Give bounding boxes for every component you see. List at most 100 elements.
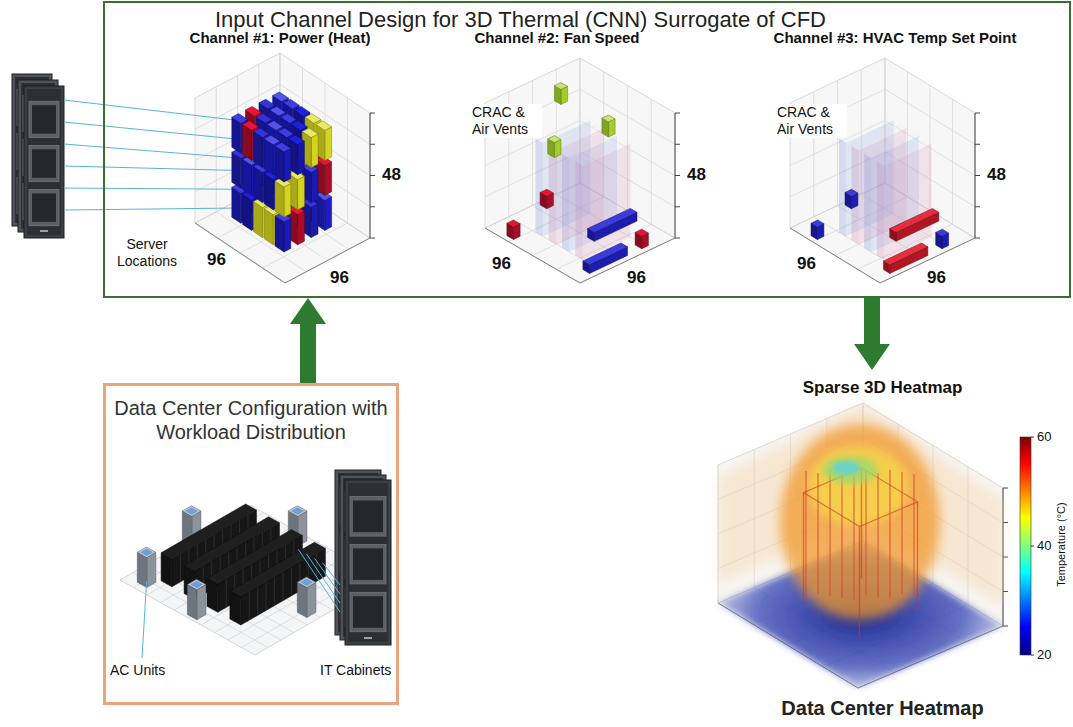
ac-grille: [140, 549, 153, 557]
tick-label: 60: [1035, 429, 1053, 445]
cabinet-body: [24, 86, 64, 238]
leader-line: [64, 122, 239, 139]
ac-unit: [197, 585, 206, 620]
cabinet-seam: [249, 592, 250, 620]
axis-tick: [370, 206, 375, 207]
cool-spot: [832, 461, 860, 475]
axis-tick: [675, 175, 680, 176]
ac-unit: [137, 547, 156, 558]
axis-label: 96: [328, 268, 351, 288]
axis-tick: [975, 144, 980, 145]
server-block: [325, 162, 332, 196]
axis-tick: [1003, 557, 1008, 558]
axis-tick: [1003, 522, 1008, 523]
server-block: [325, 127, 332, 161]
rack-ghost: [535, 116, 590, 143]
channel-panel: Channel #3: HVAC Temp Set Point: [745, 25, 1045, 55]
color-bar: [1020, 437, 1031, 655]
channel-title: Channel #1: Power (Heat): [165, 29, 395, 47]
axis-tick: [975, 238, 980, 239]
panel-caption: Data Center Heatmap: [781, 696, 983, 720]
server-unit: [29, 189, 59, 225]
heat-streak: [817, 473, 819, 594]
leader-line: [64, 188, 239, 189]
crac-unit: [540, 189, 553, 196]
callout-text: Server Locations: [108, 236, 186, 270]
flow-arrow: [290, 298, 326, 383]
server-block: [281, 114, 297, 124]
ac-unit: [137, 552, 147, 587]
setpoint-plot: [790, 58, 980, 283]
part-label: IT Cabinets: [318, 662, 393, 679]
input-panel: Input Channel Design for 3D Thermal (CNN…: [103, 1, 1071, 298]
server-block: [316, 121, 332, 131]
server-block: [232, 114, 248, 124]
server-block: [298, 141, 305, 175]
rack-edge: [861, 468, 862, 578]
crac-unit: [884, 243, 928, 265]
panel-title: Data Center Configuration with Workload …: [114, 396, 388, 444]
flow-arrow: [854, 298, 890, 370]
ac-grille: [291, 507, 304, 515]
ac-unit: [187, 579, 206, 590]
tick-label: 40: [1035, 538, 1053, 554]
axis-tick: [1003, 488, 1008, 489]
crac-unit: [845, 189, 858, 196]
ac-grille: [300, 579, 313, 587]
server-block: [275, 142, 291, 152]
server-block: [311, 204, 318, 238]
leader-line: [142, 581, 147, 658]
server-grille: [32, 105, 56, 133]
heat-streak: [829, 470, 831, 596]
channel-panel: Channel #1: Power (Heat): [165, 25, 395, 55]
axis-tick: [370, 144, 375, 145]
cabinet-seam: [257, 587, 258, 615]
leader-line: [298, 549, 340, 612]
crac-unit: [507, 220, 520, 227]
server-block: [245, 106, 261, 116]
axis-label: 96: [490, 254, 513, 274]
server-block: [278, 128, 294, 138]
server-block: [264, 135, 280, 145]
cabinet-door: [348, 483, 388, 642]
heat-streak: [889, 470, 891, 599]
server-unit: [29, 101, 59, 137]
axis-label: 96: [925, 268, 948, 288]
server-grille: [32, 149, 56, 177]
channel-title: Channel #2: Fan Speed: [437, 29, 677, 47]
server-block: [325, 197, 332, 231]
tick-label: 20: [1035, 647, 1053, 663]
server-block: [289, 135, 305, 145]
server-unit: [350, 544, 386, 584]
server-unit: [350, 592, 386, 632]
air-vent: [548, 136, 561, 143]
axis-tick: [1003, 626, 1008, 627]
server-block: [298, 211, 305, 245]
server-block: [294, 106, 310, 116]
ac-unit: [147, 552, 156, 587]
server-unit: [350, 497, 386, 537]
callout-text: CRAC & Air Vents: [470, 104, 542, 138]
server-block: [298, 176, 305, 210]
leader-line: [64, 100, 239, 121]
server-block: [283, 99, 299, 109]
crac-unit: [890, 208, 939, 232]
rack-edge: [917, 502, 918, 612]
rack-ghost: [535, 138, 543, 236]
server-grille: [353, 548, 383, 580]
air-vent: [602, 115, 615, 122]
air-vent: [554, 83, 567, 90]
ac-unit: [297, 582, 307, 617]
server-block: [302, 128, 318, 138]
leader-line: [64, 208, 239, 210]
axis-tick: [975, 113, 980, 114]
rack-ghost: [839, 116, 894, 143]
axis-label: 48: [685, 165, 708, 185]
cabinet-badge: [364, 637, 372, 639]
rack-ghost: [543, 120, 591, 236]
ac-unit: [288, 506, 307, 517]
heatmap-volume: [718, 403, 1008, 688]
panel-title: Sparse 3D Heatmap: [803, 378, 963, 398]
cabinet-seam: [283, 573, 284, 601]
axis-label: 48: [380, 165, 403, 185]
